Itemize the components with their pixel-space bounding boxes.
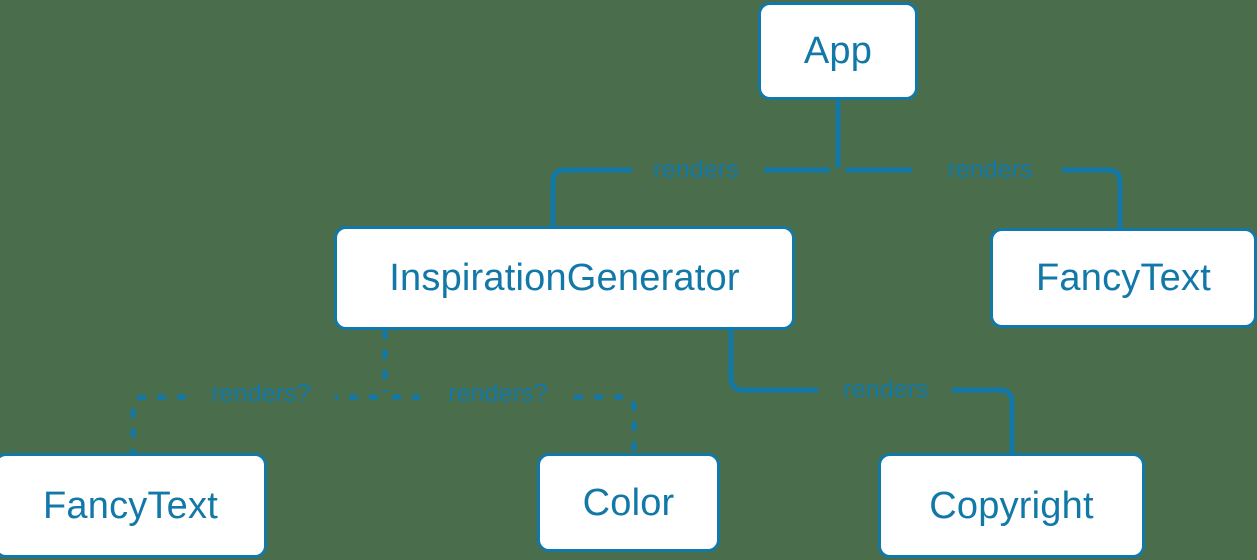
edge-label-app-fancytext: renders [947,155,1033,184]
edge-inspiration-copyright-left-seg [728,330,818,393]
edge-app-fancytext-right-seg [1062,167,1123,228]
edge-app-inspiration-left-seg [550,167,632,226]
edge-label-inspiration-fancytext: renders? [211,379,311,408]
node-app-label: App [803,30,873,72]
node-copyright[interactable]: Copyright [878,453,1145,558]
node-inspiration-generator[interactable]: InspirationGenerator [334,226,795,330]
node-color[interactable]: Color [537,453,720,552]
node-fancytext-bottom-label: FancyText [43,484,218,527]
node-inspiration-generator-label: InspirationGenerator [389,257,740,299]
edge-label-inspiration-copyright: renders [843,375,929,404]
edge-inspiration-color-right-seg [574,394,637,453]
edge-inspiration-copyright-right-seg [952,387,1015,453]
edge-label-app-inspiration: renders [653,155,739,184]
edge-label-inspiration-color: renders? [448,379,548,408]
node-fancytext-bottom[interactable]: FancyText [0,453,267,558]
node-fancytext-top[interactable]: FancyText [990,228,1257,328]
node-copyright-label: Copyright [929,484,1094,527]
node-fancytext-top-label: FancyText [1036,257,1211,299]
node-color-label: Color [582,481,675,524]
node-app[interactable]: App [758,2,918,100]
edge-inspiration-fancytext-left-seg [130,394,186,453]
